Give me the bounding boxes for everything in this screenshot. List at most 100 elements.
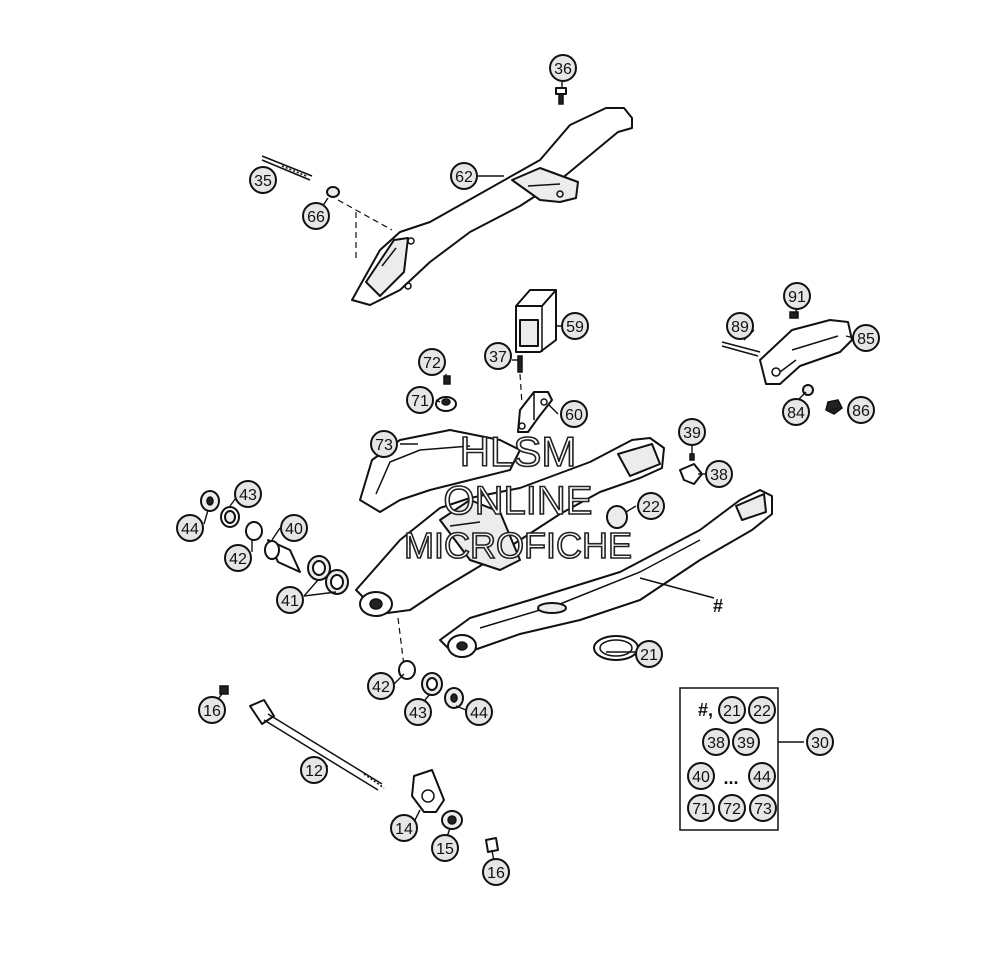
callout-label: 59 [566, 319, 584, 336]
legend-item-circle [748, 762, 776, 790]
callout-c86: 86 [847, 396, 875, 424]
callout-circle [406, 386, 434, 414]
legend-item-circle [687, 762, 715, 790]
callout-circle [224, 544, 252, 572]
legend-item-label: 39 [737, 735, 755, 752]
callout-label: 42 [372, 679, 390, 696]
legend-item-circle [718, 794, 746, 822]
callout-c62: 62 [450, 162, 478, 190]
callout-label: 16 [487, 865, 505, 882]
callout-label: 66 [307, 209, 325, 226]
legend-hash: #, [698, 700, 713, 720]
legend-item-circle [749, 794, 777, 822]
callout-circle [418, 348, 446, 376]
callout-c60: 60 [560, 400, 588, 428]
callout-circle [280, 514, 308, 542]
callout-circle [560, 400, 588, 428]
callout-c30: 30 [806, 728, 834, 756]
chain-adjuster-38 [679, 453, 703, 485]
callout-c71: 71 [406, 386, 434, 414]
plate-14 [411, 769, 445, 813]
bearing-set-lower [397, 617, 464, 709]
callout-c73: 73 [370, 430, 398, 458]
legend-item-label: 71 [692, 801, 710, 818]
callout-c44b: 44 [465, 698, 493, 726]
callout-circle [783, 282, 811, 310]
callout-label: 39 [683, 425, 701, 442]
swingarm [355, 437, 773, 658]
callout-circle [249, 166, 277, 194]
callout-c37: 37 [484, 342, 512, 370]
legend-item-label: 44 [753, 769, 771, 786]
callout-c22: 22 [637, 492, 665, 520]
callout-label: 89 [731, 319, 749, 336]
callout-circle [465, 698, 493, 726]
callout-label: 73 [375, 437, 393, 454]
callout-label: 85 [857, 331, 875, 348]
callout-label: 14 [395, 821, 413, 838]
callout-c15: 15 [431, 834, 459, 862]
callout-label: 72 [423, 355, 441, 372]
callout-circle [726, 312, 754, 340]
callout-circle [678, 418, 706, 446]
callout-c42b: 42 [367, 672, 395, 700]
callout-circle [782, 398, 810, 426]
legend-item: 39 [732, 728, 760, 756]
callout-label: 36 [554, 61, 572, 78]
callout-circle [482, 858, 510, 886]
swingarm-label: # [713, 596, 723, 616]
callout-label: 71 [411, 393, 429, 410]
callout-c41: 41 [276, 586, 304, 614]
callout-label: 37 [489, 349, 507, 366]
callout-circle [637, 492, 665, 520]
callout-c42a: 42 [224, 544, 252, 572]
legend-item: 71 [687, 794, 715, 822]
legend-item-circle [718, 696, 746, 724]
legend-item-circle [748, 696, 776, 724]
callout-label: 21 [640, 647, 658, 664]
callout-circle [370, 430, 398, 458]
callout-c66: 66 [302, 202, 330, 230]
callout-circle [806, 728, 834, 756]
callout-c43b: 43 [404, 698, 432, 726]
callout-label: 44 [181, 521, 199, 538]
callout-label: 60 [565, 407, 583, 424]
callout-circle [176, 514, 204, 542]
dash-line-66 [337, 199, 393, 231]
watermark: HLSM ONLINE MICROFICHE [403, 427, 633, 567]
callout-circle [549, 54, 577, 82]
bearing-set-upper [200, 490, 349, 595]
legend-item-circle [687, 794, 715, 822]
legend-item-label: 22 [753, 703, 771, 720]
callout-circle [198, 696, 226, 724]
seal-22 [606, 505, 628, 529]
callout-circle [302, 202, 330, 230]
watermark-line1: HLSM [460, 428, 577, 475]
watermark-line3: MICROFICHE [404, 525, 632, 566]
callout-c16b: 16 [482, 858, 510, 886]
legend-item-label: 38 [707, 735, 725, 752]
callout-label: 41 [281, 593, 299, 610]
callout-c59: 59 [561, 312, 589, 340]
callout-c44a: 44 [176, 514, 204, 542]
callout-label: 15 [436, 841, 454, 858]
callout-circle [484, 342, 512, 370]
legend-item-label: 73 [754, 801, 772, 818]
callout-c12: 12 [300, 756, 328, 784]
callout-c72: 72 [418, 348, 446, 376]
callout-c36: 36 [549, 54, 577, 82]
callout-label: 44 [470, 705, 488, 722]
callout-c43a: 43 [234, 480, 262, 508]
callout-circle [300, 756, 328, 784]
callout-circle [852, 324, 880, 352]
callout-label: 22 [642, 499, 660, 516]
legend-item: 38 [702, 728, 730, 756]
callout-label: 84 [787, 405, 805, 422]
callout-circle [276, 586, 304, 614]
callout-circle [635, 640, 663, 668]
callout-c38: 38 [705, 460, 733, 488]
callout-label: 40 [285, 521, 303, 538]
callout-label: 30 [811, 735, 829, 752]
